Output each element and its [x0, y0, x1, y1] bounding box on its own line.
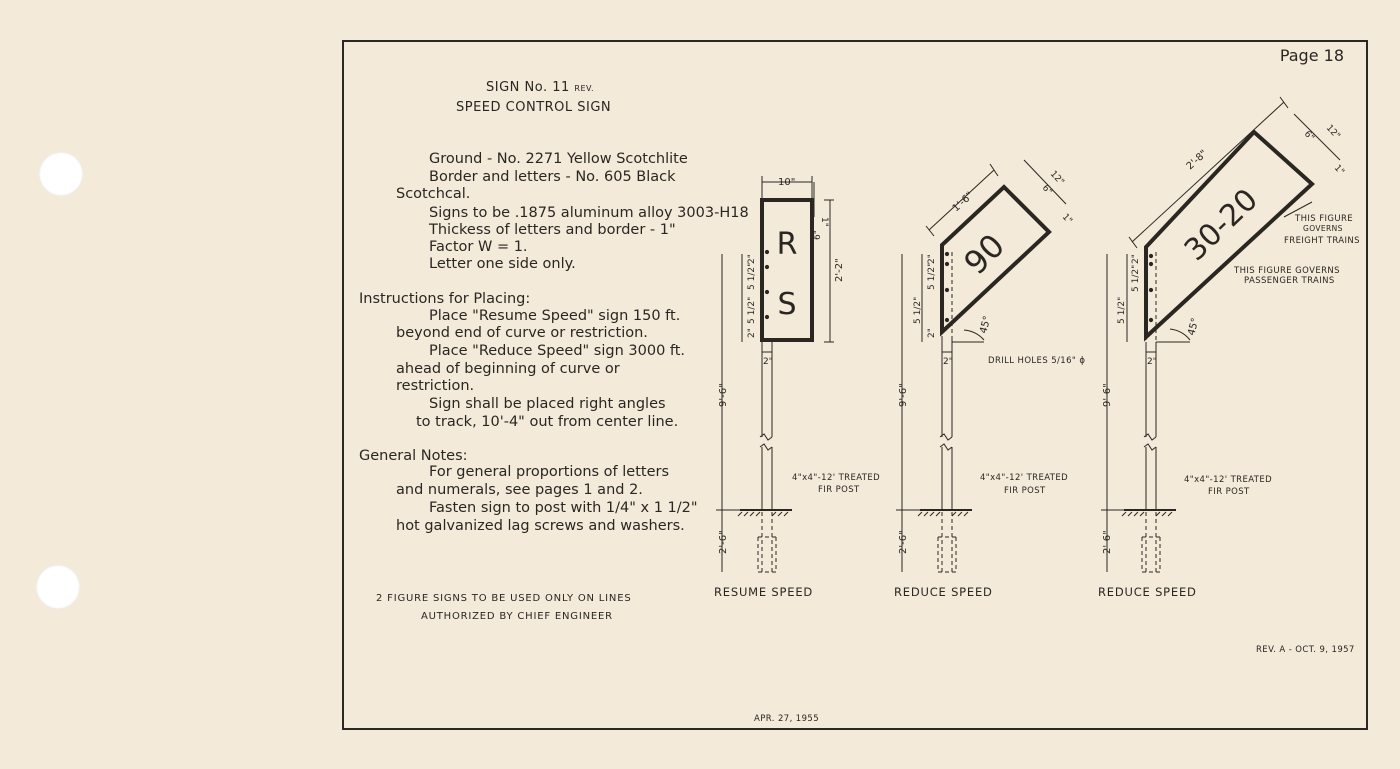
passenger-note: THIS FIGURE GOVERNS [1234, 266, 1340, 276]
punch-hole-bottom [36, 565, 80, 609]
dim-border: 1" [1332, 163, 1346, 177]
passenger-note: PASSENGER TRAINS [1244, 276, 1335, 286]
post-note: FIR POST [1004, 486, 1046, 496]
dim-spacing: 5 1/2" [913, 297, 923, 324]
dim-width: 12" [1048, 169, 1066, 187]
dim-post-height: 9'-6" [718, 383, 729, 407]
post-note: FIR POST [818, 485, 860, 495]
sign-title: SIGN No. 11 REV. [486, 80, 594, 95]
sign-number: SIGN No. 11 [486, 80, 570, 95]
spec-line: Signs to be .1875 aluminum alloy 3003-H1… [429, 205, 749, 221]
dim-letter: 6" [813, 230, 823, 240]
post-note: 4"x4"-12' TREATED [1184, 475, 1273, 485]
post-note: 4"x4"-12' TREATED [792, 473, 881, 483]
freight-note: FREIGHT TRAINS [1284, 236, 1360, 246]
general-note-line: For general proportions of letters [429, 464, 670, 480]
post-note: FIR POST [1208, 487, 1250, 497]
dim-width: 12" [1324, 123, 1342, 141]
dim-angle: 45° [978, 315, 993, 335]
sign-name: SPEED CONTROL SIGN [456, 100, 612, 115]
dim-top-border: 1" [819, 217, 829, 227]
footnote-line: 2 FIGURE SIGNS TO BE USED ONLY ON LINES [376, 593, 632, 604]
dim-post-offset: 2" [1147, 357, 1157, 367]
instructions-heading: Instructions for Placing: [359, 291, 531, 307]
dim-post-offset: 2" [763, 357, 773, 367]
freight-note: GOVERNS [1303, 224, 1343, 233]
rev-suffix: REV. [574, 84, 595, 93]
dim-length: 2'-8" [1185, 148, 1210, 172]
dim-spacing: 2" [747, 254, 757, 264]
footnote-line: AUTHORIZED BY CHIEF ENGINEER [421, 611, 613, 622]
drill-holes-note: DRILL HOLES 5/16" ϕ [988, 356, 1086, 366]
dim-height: 2'-2" [834, 258, 845, 282]
dim-spacing: 5 1/2" [747, 297, 757, 324]
general-note-line: Fasten sign to post with 1/4" x 1 1/2" [429, 500, 698, 516]
instruction-line: beyond end of curve or restriction. [396, 325, 648, 341]
resume-letter-r: R [777, 227, 798, 262]
dim-angle: 45° [1186, 317, 1201, 337]
dim-post-height: 9'-6" [1102, 383, 1113, 407]
revision-note: REV. A - OCT. 9, 1957 [1256, 645, 1355, 655]
dim-buried: 2'-6" [1102, 530, 1113, 554]
dim-buried: 2'-6" [718, 530, 729, 554]
instruction-line: Place "Resume Speed" sign 150 ft. [429, 308, 681, 324]
spec-line: Factor W = 1. [429, 239, 528, 255]
sign-drawings: R S 10" 1" 6" 2'-2" 2" 5 1/2" 5 1/2" 2" … [716, 96, 1346, 573]
resume-speed-figure [716, 176, 834, 573]
spec-line: Scotchcal. [396, 186, 471, 202]
freight-note: THIS FIGURE [1295, 214, 1354, 224]
dim-length: 1'-6" [951, 190, 976, 214]
resume-sign-panel [760, 198, 814, 342]
dim-letter: 6" [1302, 129, 1316, 143]
caption-resume-speed: RESUME SPEED [714, 585, 814, 599]
page-number: Page 18 [1279, 46, 1344, 65]
dim-post-offset: 2" [943, 357, 953, 367]
dim-spacing: 2" [1131, 254, 1141, 264]
instruction-line: to track, 10'-4" out from center line. [416, 414, 679, 430]
dim-spacing: 2" [927, 328, 937, 338]
dim-border: 1" [1060, 212, 1074, 226]
reduce-number-30-20: 30-20 [1178, 182, 1265, 268]
dim-post-height: 9'-6" [898, 383, 909, 407]
dim-spacing: 5 1/2" [1131, 265, 1141, 292]
instruction-line: Place "Reduce Speed" sign 3000 ft. [429, 343, 686, 359]
dim-spacing: 5 1/2" [1117, 297, 1127, 324]
spec-line: Ground - No. 2271 Yellow Scotchlite [429, 151, 688, 167]
dim-spacing: 5 1/2" [747, 263, 757, 290]
dim-width: 10" [778, 177, 795, 188]
drawing-sheet: Page 18 SIGN No. 11 REV. SPEED CONTROL S… [342, 40, 1368, 730]
spec-line: Border and letters - No. 605 Black [429, 169, 676, 185]
reduce-speed-90-figure [896, 159, 1067, 573]
dim-spacing: 2" [927, 254, 937, 264]
dim-letter: 6" [1040, 183, 1054, 197]
general-notes-heading: General Notes: [359, 448, 468, 464]
spec-line: Letter one side only. [429, 256, 576, 272]
caption-reduce-speed-90: REDUCE SPEED [894, 585, 993, 599]
instruction-line: ahead of beginning of curve or [396, 361, 620, 377]
general-note-line: and numerals, see pages 1 and 2. [396, 482, 643, 498]
instruction-line: Sign shall be placed right angles [429, 396, 666, 412]
reduce-speed-30-20-figure [1101, 96, 1341, 573]
dim-buried: 2'-6" [898, 530, 909, 554]
dim-spacing: 5 1/2" [927, 263, 937, 290]
general-note-line: hot galvanized lag screws and washers. [396, 518, 685, 534]
spec-line: Thickess of letters and border - 1" [429, 222, 676, 238]
instruction-line: restriction. [396, 378, 475, 394]
punch-hole-top [39, 152, 83, 196]
drawing-date: APR. 27, 1955 [754, 714, 819, 724]
resume-letter-s: S [777, 287, 796, 322]
caption-reduce-speed-30-20: REDUCE SPEED [1098, 585, 1197, 599]
post-note: 4"x4"-12' TREATED [980, 473, 1069, 483]
dim-spacing: 2" [747, 328, 757, 338]
